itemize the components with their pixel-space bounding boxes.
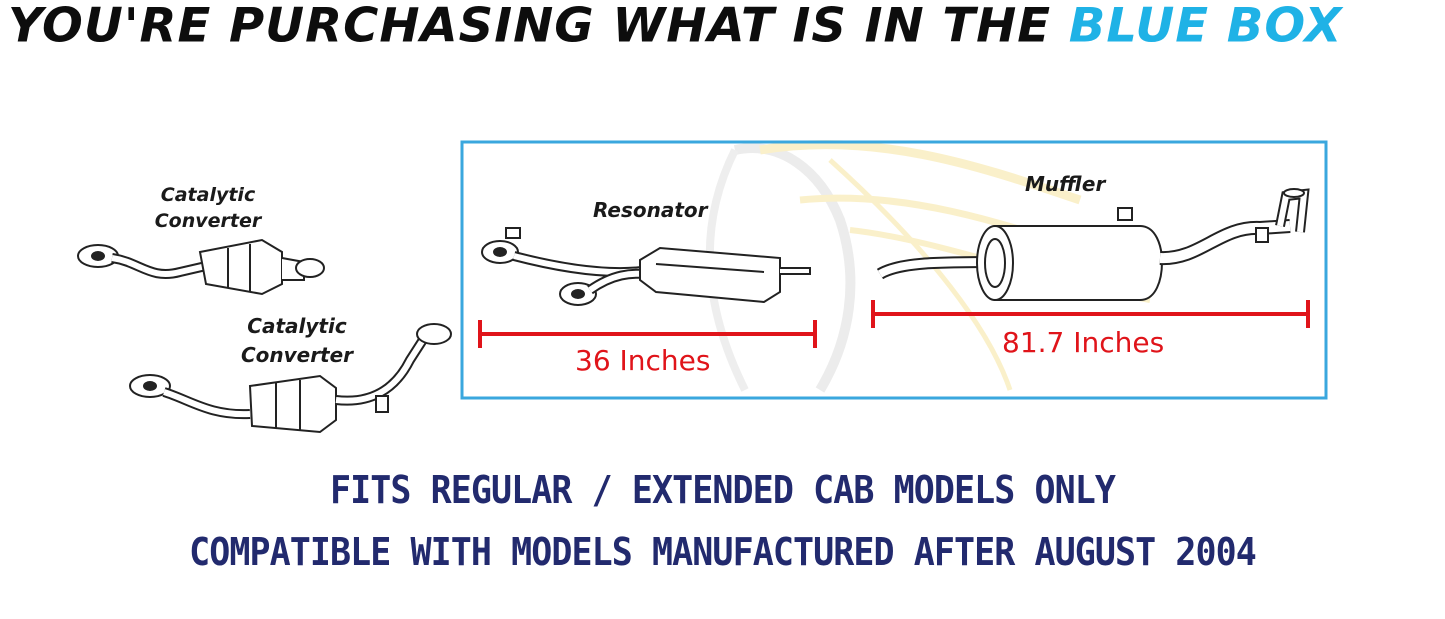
- catalytic-converter-upper-drawing: [77, 238, 325, 296]
- headline-main: YOU'RE PURCHASING WHAT IS IN THE: [8, 0, 1069, 54]
- label-resonator: Resonator: [593, 198, 708, 222]
- resonator-length-label: 36 Inches: [575, 344, 711, 377]
- headline: YOU'RE PURCHASING WHAT IS IN THE BLUE BO…: [8, 0, 1445, 53]
- label-catalytic-converter-upper: Catalytic Converter: [154, 184, 262, 232]
- muffler-length-label: 81.7 Inches: [1002, 326, 1165, 359]
- catalytic-converter-lower-drawing: [129, 323, 452, 434]
- resonator-drawing: [481, 227, 811, 306]
- muffler-dimension-line: [871, 300, 1310, 328]
- muffler-drawing: [876, 188, 1310, 301]
- footer-compatibility-line: COMPATIBLE WITH MODELS MANUFACTURED AFTE…: [189, 530, 1257, 574]
- selection-box: [460, 140, 1328, 400]
- label-muffler: Muffler: [1025, 172, 1106, 196]
- label-catalytic-converter-lower: Catalytic Converter: [240, 314, 354, 367]
- footer-fitment-line: FITS REGULAR / EXTENDED CAB MODELS ONLY: [330, 468, 1116, 512]
- resonator-dimension-line: [478, 320, 817, 348]
- headline-accent: BLUE BOX: [1068, 0, 1343, 54]
